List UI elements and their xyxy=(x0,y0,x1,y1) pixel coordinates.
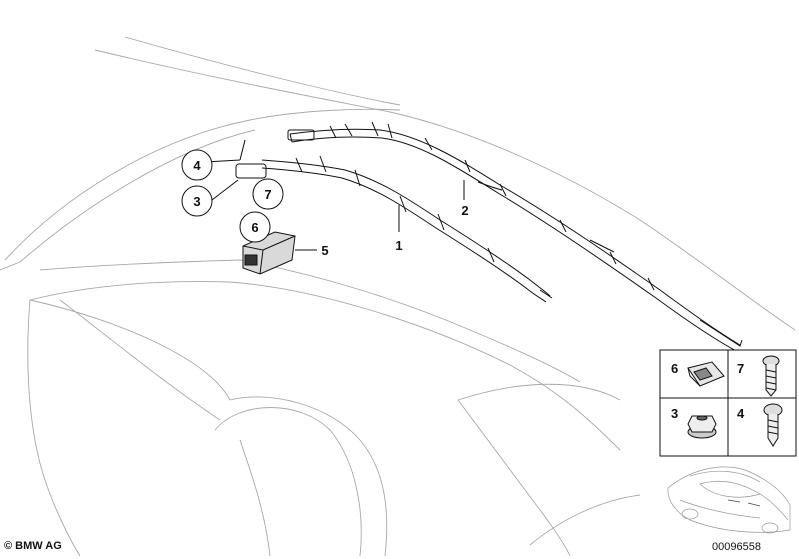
hex-nut-icon xyxy=(687,415,717,439)
callout-7: 7 xyxy=(252,178,284,210)
fastener-legend: 6 7 3 4 xyxy=(659,349,797,534)
airbag-module-5 xyxy=(242,231,296,275)
car-body-outline xyxy=(0,36,796,557)
callout-3: 3 xyxy=(181,185,213,217)
callout-6: 6 xyxy=(239,211,271,243)
callout-3-label: 3 xyxy=(193,194,200,209)
tapping-screw-icon xyxy=(763,403,783,447)
callout-4: 4 xyxy=(181,149,213,181)
diagram-id: 00096558 xyxy=(712,541,761,553)
clip-nut-icon xyxy=(687,361,725,387)
copyright-text: © BMW AG xyxy=(4,540,62,552)
legend-cell-7-label: 7 xyxy=(737,361,744,376)
callout-1-label: 1 xyxy=(395,238,402,253)
car-thumbnail-icon xyxy=(667,466,791,534)
legend-cell-6-label: 6 xyxy=(671,361,678,376)
callout-5-label: 5 xyxy=(321,243,328,258)
callout-6-label: 6 xyxy=(251,220,258,235)
head-airbag-1 xyxy=(235,155,553,303)
callout-4-label: 4 xyxy=(193,158,201,173)
callout-7-label: 7 xyxy=(264,187,271,202)
legend-cell-3-label: 3 xyxy=(671,406,678,421)
head-airbag-2 xyxy=(287,121,743,353)
callout-2-label: 2 xyxy=(461,203,468,218)
screw-icon xyxy=(762,355,780,397)
legend-cell-4-label: 4 xyxy=(737,406,745,421)
